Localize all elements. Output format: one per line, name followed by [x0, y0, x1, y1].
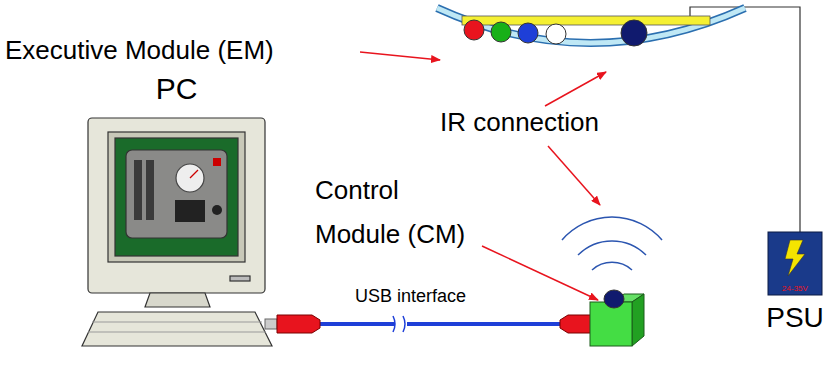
interface-label: USB interface: [355, 286, 466, 307]
node-title: PC: [88, 72, 265, 106]
node-title: PSU: [758, 302, 832, 334]
callout-arrow: [360, 52, 440, 60]
callout-arrow: [545, 72, 606, 106]
callout-arrow: [482, 246, 598, 300]
usb-cable: [265, 315, 610, 333]
ir-waves: [562, 217, 662, 270]
executive-module: [437, 8, 745, 46]
control-module: [590, 290, 644, 346]
power-wire: [690, 7, 800, 232]
psu-node: 24-35VPSU: [768, 232, 822, 295]
part-label: IR connection: [440, 108, 599, 138]
part-label: Executive Module (EM): [5, 36, 274, 66]
part-label: Control Module (CM): [315, 168, 490, 256]
voltage-label: 24-35V: [768, 284, 822, 293]
psu-box: [768, 232, 822, 295]
callout-arrow: [548, 146, 600, 205]
pc-node: PC: [88, 72, 265, 293]
pc-monitor: [82, 118, 272, 346]
